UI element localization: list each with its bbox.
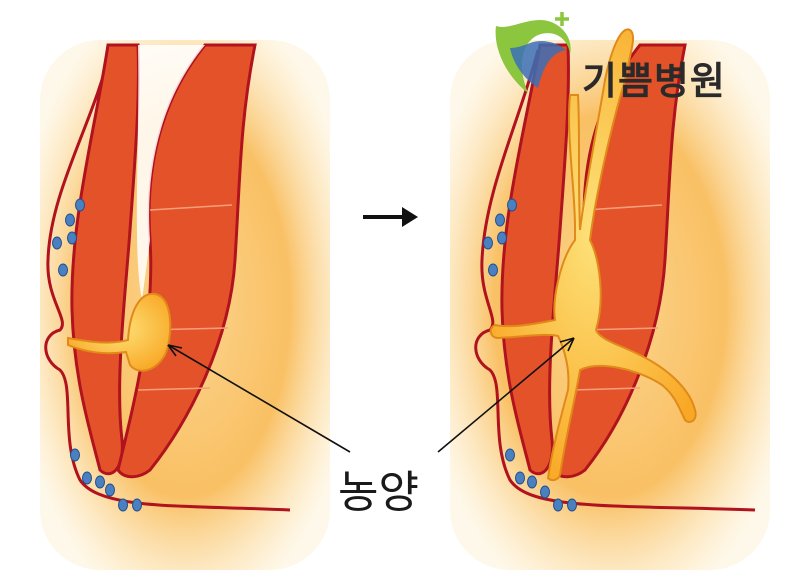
pointer-arrowhead-left (167, 344, 183, 357)
left-muscle-band-3 (137, 387, 211, 391)
right-panel-after (450, 28, 770, 570)
left-skin-outline (44, 49, 291, 512)
label-pointer-lines (167, 337, 575, 453)
pointer-arrowhead-right (559, 337, 575, 352)
left-abscess (67, 292, 172, 372)
hospital-logo-text: 기쁨병원 (582, 59, 726, 103)
right-muscle-band-3 (571, 387, 641, 391)
right-abscess-spread (489, 28, 697, 482)
right-skin-outline (474, 49, 756, 512)
pointer-line-right (437, 337, 575, 453)
right-internal-sphincter (500, 43, 570, 476)
pointer-line-left (167, 344, 351, 453)
right-arrow-icon (363, 207, 418, 227)
left-muscle-band (149, 204, 233, 211)
right-blue-nodes (483, 198, 577, 512)
left-internal-sphincter (70, 43, 140, 476)
hospital-logo-mark-icon (495, 12, 571, 93)
left-panel-before (40, 40, 330, 570)
right-muscle-band (584, 204, 663, 211)
abscess-label: 농양 (338, 467, 419, 518)
left-anal-canal (136, 45, 205, 300)
left-blue-nodes (52, 198, 142, 512)
